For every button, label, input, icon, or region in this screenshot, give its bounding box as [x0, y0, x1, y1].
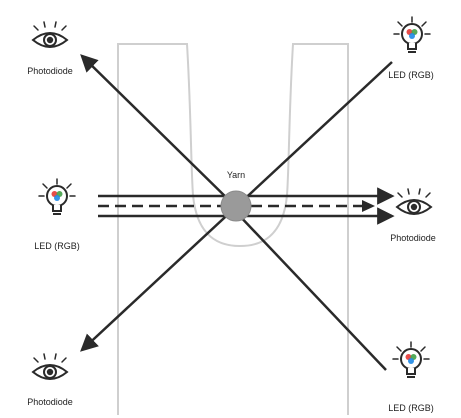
light-bulb-icon [38, 178, 76, 215]
led-bottom-right-label: LED (RGB) [388, 403, 434, 413]
led-top-right-label: LED (RGB) [388, 70, 434, 80]
photodiode-top-left-label: Photodiode [27, 66, 73, 76]
yarn-guide-frame [117, 43, 349, 415]
dashed-path-arrowhead [362, 200, 375, 212]
led-middle-left-label: LED (RGB) [34, 241, 80, 251]
photodiode-middle-right-label: Photodiode [390, 233, 436, 243]
eye-icon [395, 188, 433, 215]
photodiode-bottom-left-label: Photodiode [27, 397, 73, 407]
yarn-cross-section [220, 190, 252, 222]
light-bulb-icon [392, 341, 430, 378]
light-path-diagonal-top-left [80, 54, 235, 206]
eye-icon [31, 21, 69, 48]
yarn-label: Yarn [227, 170, 245, 180]
light-bulb-icon [393, 16, 431, 53]
eye-icon [31, 353, 69, 380]
light-path-diagonal-bottom-right [235, 211, 387, 371]
